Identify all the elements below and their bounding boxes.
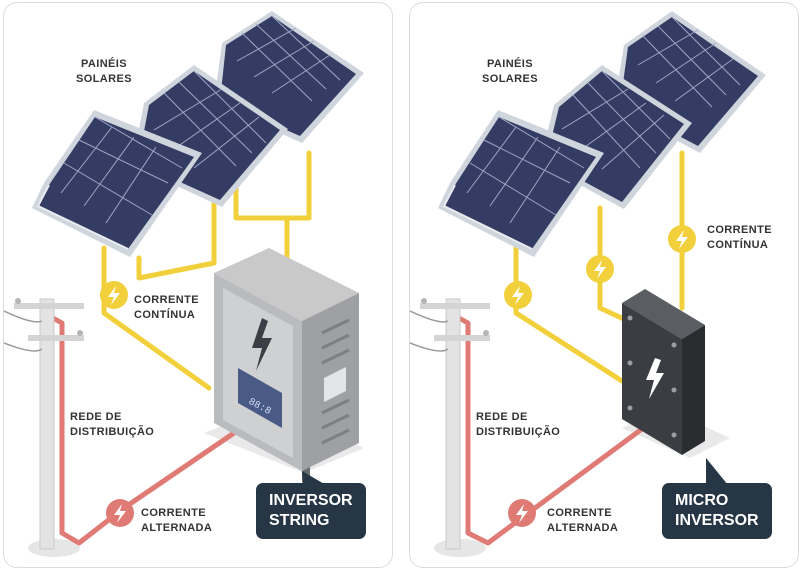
label-grid-line2: DISTRIBUIÇÃO [476,426,561,438]
dc-lightning-bolt-icon-3 [668,225,696,253]
utility-pole-icon [4,298,84,550]
label-ac: CORRENTE ALTERNADA [547,506,618,536]
solar-panel-icon [32,11,364,257]
label-grid-line2: DISTRIBUIÇÃO [70,426,155,438]
tag-line2: INVERSOR [675,512,759,529]
dc-lightning-bolt-icon-2 [586,255,614,283]
micro-inverter-diagram [410,11,766,557]
string-inverter-diagram: 88:8 [4,11,364,557]
label-panels-line2: SOLARES [482,73,538,85]
ac-lightning-bolt-icon [106,499,134,527]
ac-lightning-bolt-icon [508,499,536,527]
micro-inverter-icon [622,289,705,455]
label-panels-line1: PAINÉIS [80,58,127,70]
label-dc: CORRENTE CONTÍNUA [707,223,772,253]
label-ac: CORRENTE ALTERNADA [141,506,212,536]
label-grid-line1: REDE DE [70,411,122,423]
label-ac-line2: ALTERNADA [141,522,213,534]
label-dc-line2: CONTÍNUA [134,309,196,321]
solar-panel-icon [438,11,766,257]
label-panels-line1: PAINÉIS [486,58,533,70]
label-grid: REDE DE DISTRIBUIÇÃO [70,410,154,440]
string-inverter-icon: 88:8 [214,248,359,483]
dc-wires [101,150,312,391]
label-grid: REDE DE DISTRIBUIÇÃO [476,410,560,440]
dc-lightning-bolt-icon [100,281,128,309]
dc-lightning-bolt-icon-1 [504,281,532,309]
inverter-type-tag: INVERSOR STRING [256,483,366,539]
label-dc-line1: CORRENTE [707,224,772,236]
label-dc: CORRENTE CONTÍNUA [134,293,199,323]
label-panels: PAINÉIS SOLARES [76,57,132,87]
ac-wire [447,310,653,546]
label-grid-line1: REDE DE [476,411,528,423]
tag-line2: STRING [269,512,330,529]
utility-pole-icon [410,298,490,550]
label-dc-line2: CONTÍNUA [707,239,769,251]
label-ac-line2: ALTERNADA [547,522,619,534]
ac-wire [41,310,237,546]
tag-line1: MICRO [675,492,729,509]
label-ac-line1: CORRENTE [547,507,612,519]
label-panels: PAINÉIS SOLARES [482,57,538,87]
label-ac-line1: CORRENTE [141,507,206,519]
micro-inverter-card: PAINÉIS SOLARES CORRENTE CONTÍNUA REDE D… [409,2,799,568]
label-dc-line1: CORRENTE [134,294,199,306]
string-inverter-card: 88:8 PAINÉIS SOLARES CORRENTE CONTÍNUA R… [3,2,393,568]
tag-line1: INVERSOR [269,492,353,509]
label-panels-line2: SOLARES [76,73,132,85]
inverter-type-tag: MICRO INVERSOR [662,483,772,539]
